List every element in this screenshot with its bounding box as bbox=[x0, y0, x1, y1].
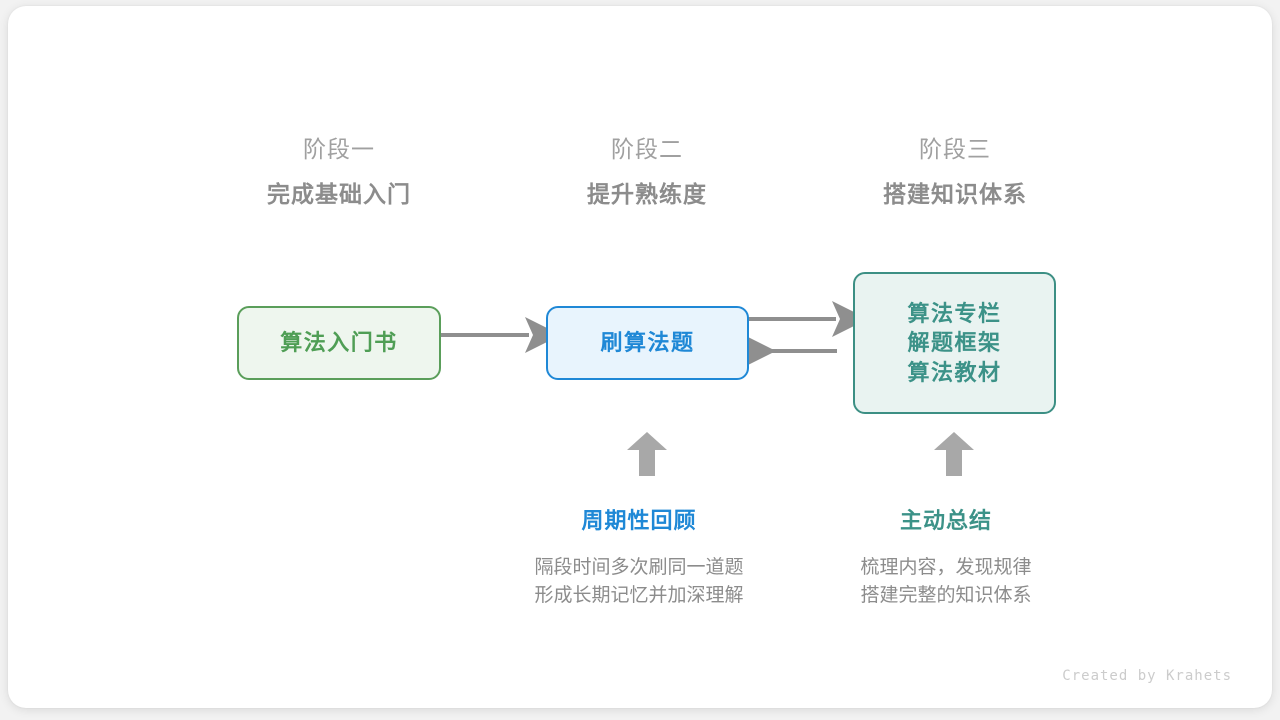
note-review-title: 周期性回顾 bbox=[581, 508, 697, 533]
stage-kicker-1: 阶段一 bbox=[303, 136, 375, 162]
node-practice-problems[interactable]: 刷算法题 bbox=[546, 306, 749, 380]
stage-kicker-2: 阶段二 bbox=[611, 136, 683, 162]
stage-title-2: 提升熟练度 bbox=[587, 181, 707, 207]
node-book-line-1: 算法入门书 bbox=[280, 330, 398, 356]
node-practice-line-1: 刷算法题 bbox=[600, 330, 695, 356]
stage-header-3: 阶段三 搭建知识体系 bbox=[825, 138, 1085, 206]
node-resources-line-3: 算法教材 bbox=[907, 359, 1002, 385]
node-learning-resources[interactable]: 算法专栏 解题框架 算法教材 bbox=[853, 272, 1056, 414]
note-summary-body: 梳理内容，发现规律 搭建完整的知识体系 bbox=[796, 554, 1096, 609]
note-active-summary: 主动总结 梳理内容，发现规律 搭建完整的知识体系 bbox=[796, 510, 1096, 609]
arrow-summary-up bbox=[934, 432, 974, 476]
connector-layer bbox=[433, 301, 974, 476]
stage-title-1: 完成基础入门 bbox=[267, 181, 411, 207]
note-review-body-line-2: 形成长期记忆并加深理解 bbox=[534, 584, 744, 606]
note-review-body-line-1: 隔段时间多次刷同一道题 bbox=[534, 557, 744, 578]
stage-kicker-3: 阶段三 bbox=[919, 136, 991, 162]
note-review-body: 隔段时间多次刷同一道题 形成长期记忆并加深理解 bbox=[489, 554, 789, 609]
diagram-card: 阶段一 完成基础入门 阶段二 提升熟练度 阶段三 搭建知识体系 bbox=[8, 6, 1272, 708]
note-periodic-review: 周期性回顾 隔段时间多次刷同一道题 形成长期记忆并加深理解 bbox=[489, 510, 789, 609]
stage-title-3: 搭建知识体系 bbox=[883, 181, 1027, 207]
note-summary-body-line-2: 搭建完整的知识体系 bbox=[860, 584, 1032, 606]
note-summary-body-line-1: 梳理内容，发现规律 bbox=[860, 557, 1032, 578]
arrow-review-up bbox=[627, 432, 667, 476]
node-resources-line-2: 解题框架 bbox=[907, 330, 1002, 356]
stage-header-2: 阶段二 提升熟练度 bbox=[517, 138, 777, 206]
stage-header-1: 阶段一 完成基础入门 bbox=[209, 138, 469, 206]
node-resources-line-1: 算法专栏 bbox=[907, 300, 1002, 326]
watermark-credit: Created by Krahets bbox=[1062, 668, 1232, 684]
node-algorithm-intro-book[interactable]: 算法入门书 bbox=[237, 306, 441, 380]
note-summary-title: 主动总结 bbox=[899, 508, 992, 533]
